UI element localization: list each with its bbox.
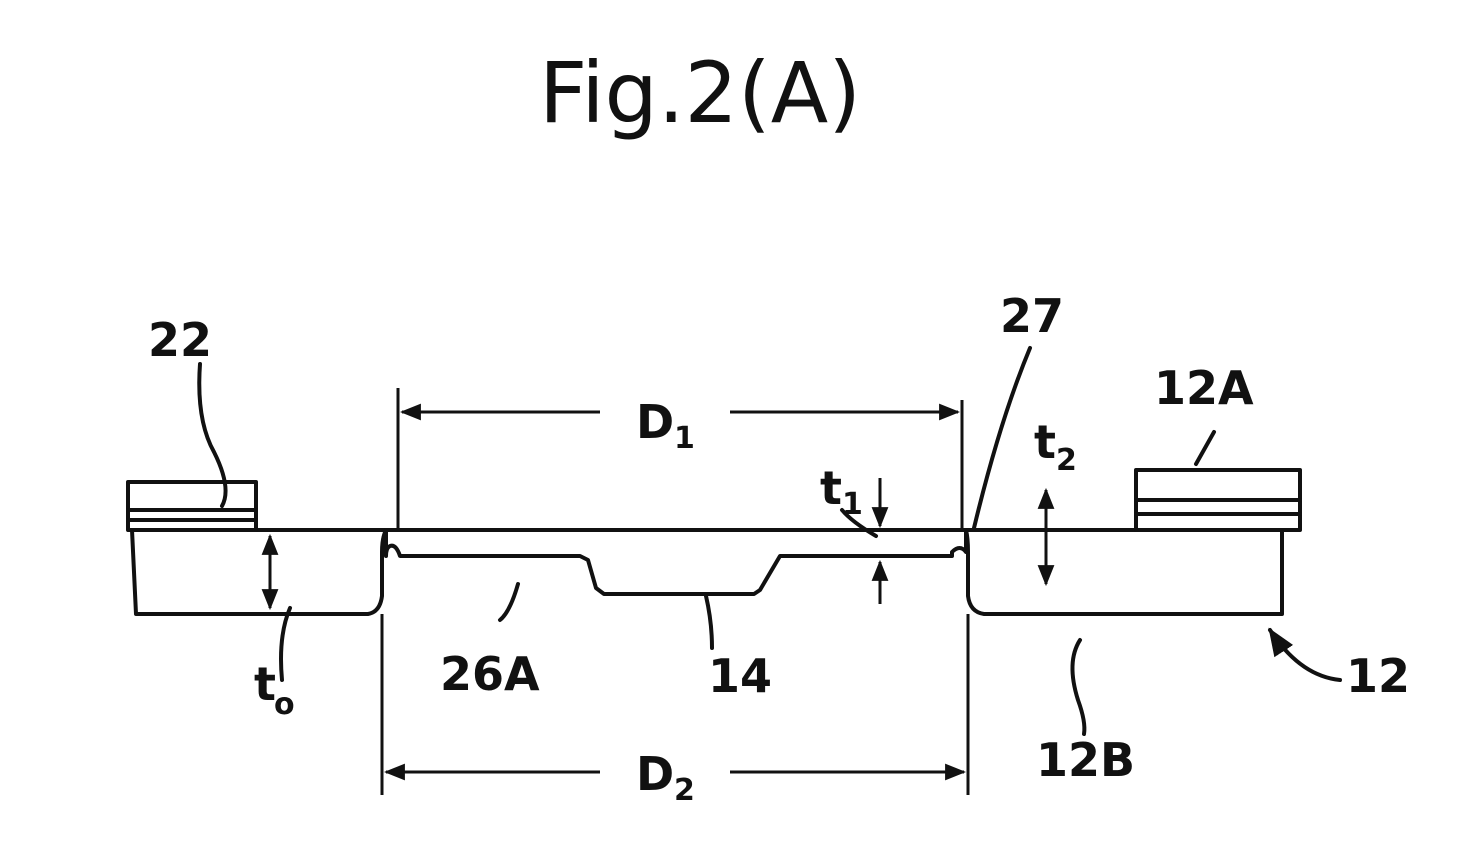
label-12: 12	[1346, 649, 1410, 703]
film-12A	[1136, 470, 1300, 530]
svg-text:1: 1	[842, 487, 863, 522]
svg-text:D: D	[636, 747, 674, 801]
svg-text:t: t	[1034, 415, 1056, 469]
svg-text:1: 1	[674, 421, 695, 456]
label-26A: 26A	[440, 647, 540, 701]
label-t1: t 1	[820, 461, 863, 522]
label-D2: D 2	[636, 747, 695, 808]
label-t2: t 2	[1034, 415, 1077, 478]
left-substrate	[132, 530, 386, 614]
label-D1: D 1	[636, 395, 695, 456]
svg-text:t: t	[254, 657, 276, 711]
svg-text:2: 2	[1056, 443, 1077, 478]
svg-text:2: 2	[674, 773, 695, 808]
svg-text:t: t	[820, 461, 842, 515]
right-substrate	[966, 530, 1282, 614]
film-22	[128, 482, 256, 530]
svg-text:o: o	[274, 687, 295, 722]
label-t0: o t o	[254, 657, 295, 722]
label-22: 22	[148, 313, 212, 367]
label-12A: 12A	[1154, 361, 1254, 415]
figure-title: Fig.2(A)	[539, 44, 861, 142]
label-27: 27	[1000, 289, 1064, 343]
label-12B: 12B	[1036, 733, 1135, 787]
svg-text:D: D	[636, 395, 674, 449]
label-14: 14	[708, 649, 772, 703]
